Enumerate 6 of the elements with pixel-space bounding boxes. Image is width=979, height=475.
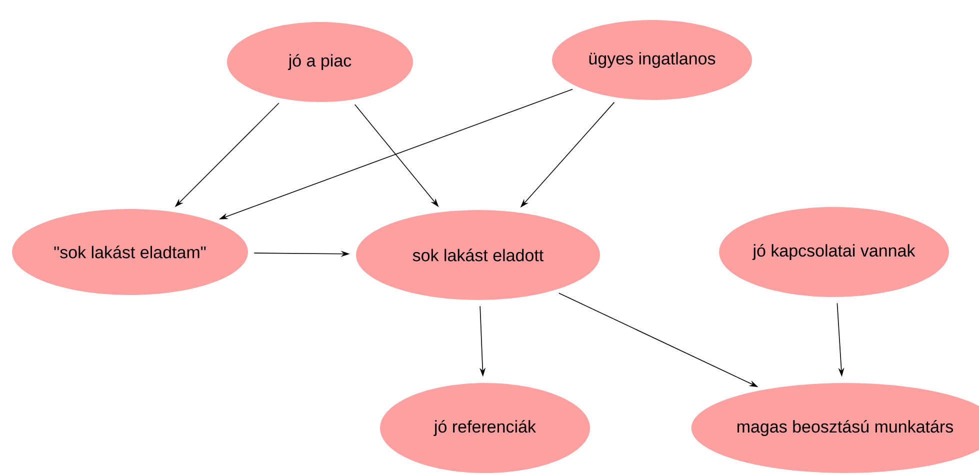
ellipse-node: sok lakást eladott: [356, 210, 600, 300]
ellipse-node: ügyes ingatlanos: [552, 20, 752, 100]
ellipse-node: jó kapcsolatai vannak: [719, 207, 949, 297]
ellipse-node: jó referenciák: [380, 383, 590, 473]
ellipse-node: jó a piac: [227, 22, 413, 102]
ellipse-node: "sok lakást eladtam": [12, 209, 248, 295]
